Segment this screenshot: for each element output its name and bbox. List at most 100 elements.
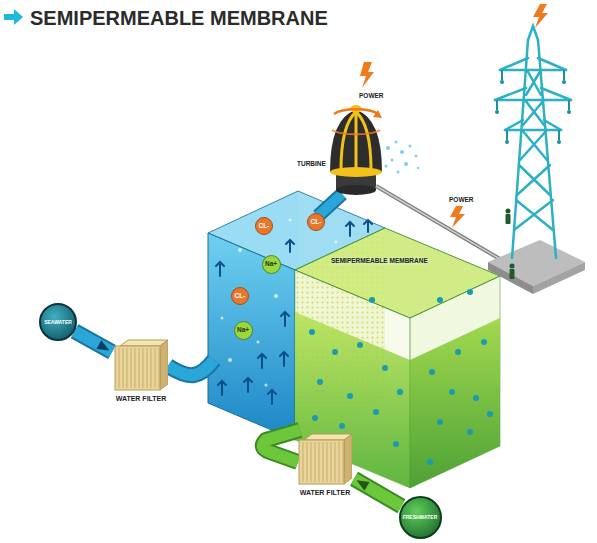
water-filter: WATER FILTER (112, 338, 170, 405)
filter-graphic (114, 338, 168, 392)
illustration-part (449, 389, 455, 395)
filter-graphic (298, 432, 352, 486)
illustration-part (397, 389, 403, 395)
illustration-part (318, 194, 342, 216)
source-label: SEAWATER (44, 319, 72, 325)
illustration-part (257, 341, 260, 344)
illustration-part (481, 339, 487, 345)
illustration-part (274, 294, 278, 298)
illustration-part (309, 329, 315, 335)
ion-circle: CL- (307, 213, 325, 231)
illustration-part (467, 429, 473, 435)
illustration-part (497, 70, 569, 140)
illustration-part (567, 110, 571, 114)
illustration-part (510, 264, 515, 269)
illustration-part (339, 442, 340, 482)
illustration-part (151, 348, 152, 388)
illustration-part (343, 442, 344, 482)
ion-circle: Na+ (234, 321, 253, 340)
illustration-part (123, 348, 124, 388)
pipe-body (354, 479, 401, 506)
illustration-part (258, 354, 266, 368)
illustration-part (244, 378, 252, 392)
illustration-part (315, 442, 316, 482)
ion-label: CL- (235, 292, 246, 300)
illustration-part (168, 360, 214, 375)
illustration-part (473, 395, 479, 401)
illustration-part (488, 240, 585, 286)
illustration-part (355, 112, 358, 170)
part-label: TURBINE (296, 160, 327, 168)
illustration-part (409, 145, 412, 148)
illustration-part (168, 360, 214, 375)
illustration-part (562, 80, 566, 84)
ion-label: CL- (259, 222, 270, 230)
illustration-part (369, 297, 375, 303)
illustration-part (386, 146, 390, 150)
illustration-part (330, 110, 382, 172)
illustration-part (339, 423, 345, 429)
filter-label: WATER FILTER (112, 394, 170, 403)
illustration-part (347, 393, 353, 399)
illustration-part (505, 140, 509, 144)
illustration-part (119, 348, 120, 388)
illustration-part (317, 379, 323, 385)
illustration-part (373, 110, 382, 118)
pipe-outline (75, 331, 112, 352)
illustration-part (330, 167, 382, 177)
illustration-part (115, 346, 160, 390)
illustration-part (228, 358, 232, 362)
diagram-title: SEMIPERMEABLE MEMBRANE (30, 6, 328, 30)
illustration-part (155, 348, 156, 388)
illustration-part (139, 348, 140, 388)
illustration-part (289, 219, 292, 222)
illustration-part (395, 141, 398, 144)
illustration-part (332, 349, 338, 355)
illustration-part (528, 26, 538, 40)
illustration-part (127, 348, 128, 388)
ion-circle: CL- (255, 217, 273, 235)
illustration-part (143, 348, 144, 388)
illustration-part (286, 240, 294, 252)
illustration-part (500, 80, 504, 84)
illustration-part (280, 352, 288, 366)
illustration-part (376, 186, 505, 262)
illustration-part (487, 411, 493, 417)
pipe-connector (354, 479, 401, 506)
part-label: SEMIPERMEABLE MEMBRANE (330, 257, 429, 265)
illustration-part (281, 312, 289, 326)
illustration-part (311, 442, 312, 482)
pipe-connector (75, 331, 112, 352)
illustration-part (385, 141, 420, 174)
illustration-part (404, 162, 408, 166)
illustration-part (488, 262, 533, 294)
source-label: FRESHWATER (403, 514, 438, 520)
illustration-part (400, 150, 404, 154)
illustration-part (218, 381, 226, 395)
illustration-part (360, 62, 374, 88)
illustration-part (318, 194, 342, 216)
illustration-part (356, 112, 371, 170)
illustration-part (417, 167, 419, 169)
illustration-part (344, 434, 352, 484)
illustration-part (341, 112, 356, 170)
illustration-part (323, 442, 324, 482)
illustration-part (263, 430, 300, 462)
ion-circle: Na+ (262, 255, 281, 274)
arrow-head (96, 340, 109, 350)
illustration-part (312, 415, 318, 421)
ion-label: Na+ (265, 260, 277, 268)
pipe-body (75, 331, 112, 352)
illustration-part (376, 186, 505, 262)
illustration-part (147, 348, 148, 388)
filter-label: WATER FILTER (296, 488, 354, 497)
illustration-part (506, 209, 515, 280)
illustration-part (336, 185, 376, 195)
illustration-part (495, 58, 571, 130)
illustration-part (510, 269, 515, 279)
illustration-part (160, 340, 168, 390)
ion-label: Na+ (237, 326, 249, 334)
illustration-part (159, 348, 160, 388)
illustration-part (506, 209, 511, 214)
